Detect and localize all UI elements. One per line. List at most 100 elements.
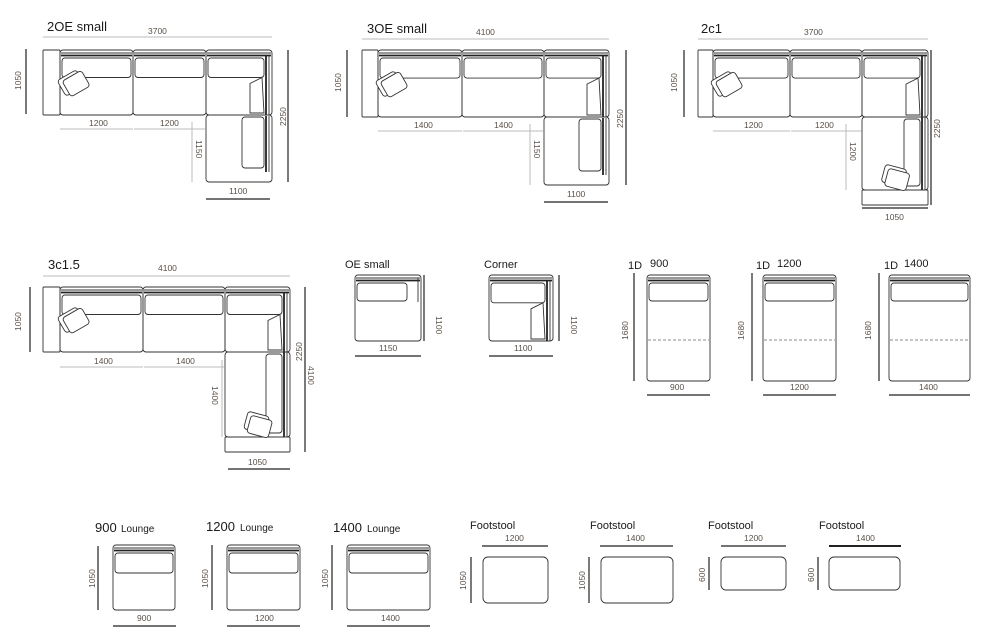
dim-depth: 600	[806, 568, 816, 582]
pillow-icon	[246, 415, 273, 438]
armrest	[224, 436, 291, 453]
dim-seat-width: 1200	[89, 118, 108, 128]
module-2c1: 2c1 3700 1050 1200 1200 1200 1050 2250	[669, 21, 942, 222]
back-cushion	[791, 57, 861, 79]
seat-module	[461, 49, 545, 118]
module-1400-lounge: 1400 Lounge 1050 1400	[320, 520, 430, 627]
back-cushion	[379, 57, 461, 79]
dim-depth: 1050	[333, 73, 343, 92]
lounge-module	[346, 544, 431, 611]
module-title-type: 1D	[628, 260, 642, 272]
module-3oe-small: 3OE small 4100 1050 1400 1400 1150 1100 …	[333, 21, 627, 203]
module-title: 3c1.5	[48, 257, 80, 272]
dim-overall-width: 3700	[804, 27, 823, 37]
dim-width: 1200	[790, 382, 809, 392]
module-900-lounge: 900 Lounge 1050 900	[87, 520, 176, 627]
armrest	[697, 49, 714, 118]
module-title: 2OE small	[47, 19, 107, 34]
pillow-icon	[62, 307, 90, 334]
dim-total-depth-alt: 4100	[306, 366, 316, 385]
dim-depth: 1680	[620, 321, 630, 340]
module-title-size: 900	[650, 258, 668, 270]
dim-depth: 1680	[863, 321, 873, 340]
back-cushion	[714, 57, 789, 79]
back-cushion	[764, 282, 835, 302]
module-1200-lounge: 1200 Lounge 1050 1200	[200, 519, 300, 627]
module-title-size: 1200	[777, 258, 801, 270]
dim-seat-width: 1400	[94, 356, 113, 366]
back-cushion	[463, 57, 543, 79]
back-cushion	[207, 57, 265, 78]
dim-chaise-width: 1050	[248, 457, 267, 467]
armrest	[361, 49, 379, 118]
module-title: 3OE small	[367, 21, 427, 36]
dim-overall-width: 4100	[158, 263, 177, 273]
side-cushion	[578, 118, 602, 172]
module-corner: Corner 1100 1100	[484, 259, 579, 357]
dim-chaise-depth: 1150	[194, 140, 204, 159]
side-cushion	[903, 118, 921, 187]
dim-width: 1400	[856, 533, 875, 543]
dim-width: 1200	[505, 533, 524, 543]
back-cushion	[356, 282, 408, 302]
side-cushion	[241, 116, 265, 169]
dim-total-depth: 2250	[932, 119, 942, 138]
armrest	[42, 286, 61, 353]
side-cushion	[249, 76, 265, 114]
module-title-size: 1200	[206, 519, 235, 534]
back-cushion	[114, 552, 174, 574]
back-cushion	[863, 57, 921, 79]
chaise-module	[205, 114, 273, 183]
daybed-module	[888, 274, 971, 382]
module-1d-900: 1D 900 1680 900	[620, 258, 710, 396]
module-shapes	[42, 49, 971, 611]
dim-seat-width: 1200	[815, 120, 834, 130]
dim-seat-width: 1400	[414, 120, 433, 130]
daybed-module	[646, 274, 711, 382]
dim-seat-width: 1400	[176, 356, 195, 366]
dim-total-depth: 2250	[294, 342, 304, 361]
module-title-size: 1400	[333, 520, 362, 535]
back-cushion	[61, 294, 142, 315]
dim-depth: 1050	[669, 73, 679, 92]
lounge-module	[112, 544, 176, 611]
module-title-type: Lounge	[240, 523, 274, 534]
side-cushion	[265, 353, 283, 434]
pillow-icon	[62, 70, 90, 97]
back-cushion	[545, 57, 602, 79]
dim-total-depth: 2250	[278, 107, 288, 126]
oe-small-module	[354, 274, 422, 342]
module-title: Footstool	[470, 520, 515, 532]
dim-seat-width: 1200	[744, 120, 763, 130]
dim-overall-width: 3700	[148, 26, 167, 36]
pillow-icon	[715, 71, 743, 98]
dim-depth: 1050	[87, 569, 97, 588]
dim-depth: 1050	[320, 569, 330, 588]
dim-total-depth: 2250	[615, 109, 625, 128]
dim-seat-width: 1200	[160, 118, 179, 128]
dim-width: 900	[670, 382, 684, 392]
side-cushion	[586, 77, 602, 116]
armrest	[42, 49, 61, 116]
pillow-icon	[380, 71, 408, 98]
dim-chaise-depth: 1400	[210, 386, 220, 405]
module-title: OE small	[345, 259, 390, 271]
dim-width: 1150	[379, 343, 398, 353]
dim-depth: 1050	[13, 312, 23, 331]
dim-chaise-width: 1050	[885, 212, 904, 222]
dim-chaise-depth: 1150	[532, 140, 542, 159]
module-footstool-1400x1050: Footstool 1400 1050	[577, 520, 673, 603]
dim-depth: 1050	[458, 571, 468, 590]
module-title: Footstool	[590, 520, 635, 532]
seat-module	[132, 49, 207, 116]
back-cushion	[648, 282, 709, 302]
corner-module	[488, 274, 554, 342]
dim-width: 1400	[919, 382, 938, 392]
module-title: Footstool	[819, 520, 864, 532]
dim-depth: 1050	[13, 71, 23, 90]
dim-depth: 1100	[434, 316, 444, 335]
module-1d-1400: 1D 1400 1680 1400	[863, 258, 970, 396]
pillow-icon	[884, 168, 910, 191]
module-title-type: Lounge	[367, 524, 401, 535]
module-title-type: 1D	[884, 260, 898, 272]
